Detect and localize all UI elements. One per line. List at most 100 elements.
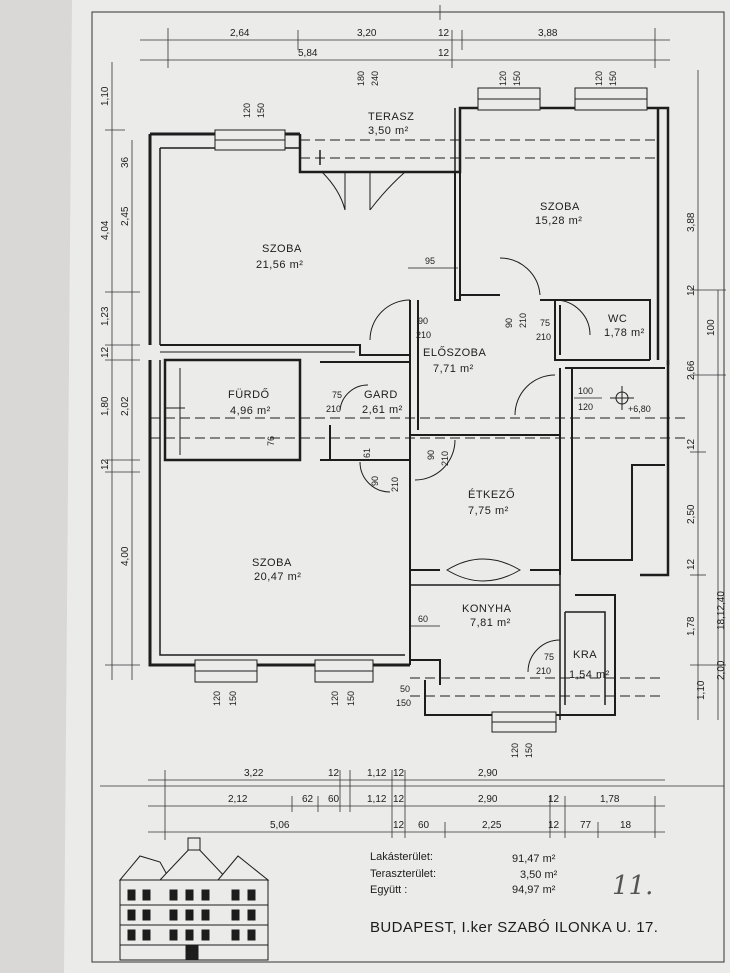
dim-bottom-1-4: 12 — [393, 768, 405, 779]
dim-right-1: 3,88 — [686, 212, 697, 232]
dim-bottom-1-3: 1,12 — [367, 768, 387, 779]
room-etkezo-name: ÉTKEZŐ — [468, 487, 515, 501]
summary-lakas-value: 91,47 m² — [512, 853, 556, 865]
dim-bottom-1-1: 3,22 — [244, 768, 264, 779]
dim-left-8: 36 — [120, 156, 131, 168]
summary-terasz-value: 3,50 m² — [520, 869, 558, 881]
door-wc-w: 75 — [540, 318, 550, 328]
dim-95: 95 — [425, 256, 435, 266]
dim-bottom-1-2: 12 — [328, 768, 340, 779]
dim-right-7: 12 — [686, 558, 697, 570]
dim-right-2: 12 — [686, 284, 697, 296]
door-swings — [321, 171, 591, 673]
paper — [64, 0, 730, 973]
dim-top-6: 12 — [438, 48, 450, 59]
door-c-h: 210 — [390, 477, 400, 492]
dim-right-3: 100 — [706, 319, 717, 336]
summary-lakas-label: Lakásterület: — [370, 851, 433, 863]
building-facade-illustration — [118, 837, 270, 961]
level-marker — [610, 386, 634, 410]
win-bot-left-h: 150 — [228, 691, 238, 706]
door-100: 100 — [578, 386, 593, 396]
win-bot-left-w: 120 — [212, 691, 222, 706]
win-top-mid-w: 120 — [498, 71, 508, 86]
dim-60: 60 — [418, 614, 428, 624]
handwritten-mark: 11. — [612, 871, 653, 901]
door-d-h: 210 — [440, 451, 450, 466]
door-wc-h: 210 — [536, 332, 551, 342]
dim-left-2: 4,04 — [100, 220, 111, 240]
dim-left-10: 2,02 — [120, 396, 131, 416]
dim-bottom-2-3: 60 — [328, 794, 340, 805]
dim-right-4: 2,66 — [686, 360, 697, 380]
room-etkezo-area: 7,75 m² — [468, 505, 509, 517]
door-furdo-h: 210 — [326, 404, 341, 414]
dim-bottom-3-4: 2,25 — [482, 820, 502, 831]
room-wc-area: 1,78 m² — [604, 327, 645, 339]
right-dimensions — [690, 70, 726, 720]
room-eloszoba-name: ELŐSZOBA — [423, 345, 486, 359]
room-konyha-area: 7,81 m² — [470, 617, 511, 629]
dim-76: 76 — [266, 436, 276, 446]
door-a-h: 210 — [416, 330, 431, 340]
dim-bottom-2-6: 2,90 — [478, 794, 498, 805]
dim-bottom-2-7: 12 — [548, 794, 560, 805]
dim-bottom-3-6: 77 — [580, 820, 592, 831]
dim-bottom-3-7: 18 — [620, 820, 632, 831]
door-b-w: 90 — [504, 318, 514, 328]
door-a-w: 90 — [418, 316, 428, 326]
dim-right-6: 2,50 — [686, 504, 697, 524]
room-szoba3-name: SZOBA — [252, 557, 292, 569]
dim-bottom-1-5: 2,90 — [478, 768, 498, 779]
room-konyha-name: KONYHA — [462, 603, 512, 615]
win-bot-mid-h: 150 — [346, 691, 356, 706]
room-szoba1-name: SZOBA — [262, 243, 302, 255]
dim-right-11: 2,00 — [716, 660, 727, 680]
room-kra-area: 1,54 m² — [569, 669, 610, 681]
door-kra-h: 210 — [536, 666, 551, 676]
room-gard-name: GARD — [364, 389, 398, 401]
summary-egyutt-label: Együtt : — [370, 884, 407, 896]
room-szoba2-name: SZOBA — [540, 201, 580, 213]
dim-150: 150 — [396, 698, 411, 708]
dim-left-6: 12 — [100, 458, 111, 470]
room-kra-name: KRA — [573, 649, 597, 661]
room-eloszoba-area: 7,71 m² — [433, 363, 474, 375]
door-terrace-h: 240 — [370, 71, 380, 86]
dim-right-10: 1,10 — [696, 680, 707, 700]
level-mark: +6,80 — [628, 404, 651, 414]
door-kra-w: 75 — [544, 652, 554, 662]
left-dimensions — [105, 62, 140, 680]
dim-bottom-2-1: 2,12 — [228, 794, 248, 805]
win-top-left-w: 120 — [242, 103, 252, 118]
top-dimensions — [140, 5, 670, 68]
win-top-right-h: 150 — [608, 71, 618, 86]
dim-bottom-2-4: 1,12 — [367, 794, 387, 805]
door-furdo-w: 75 — [332, 390, 342, 400]
dim-right-5: 12 — [686, 438, 697, 450]
win-bot-right-w: 120 — [510, 743, 520, 758]
door-d-w: 90 — [426, 450, 436, 460]
room-terasz-name: TERASZ — [368, 111, 414, 123]
room-szoba1-area: 21,56 m² — [256, 259, 303, 271]
dim-bottom-3-2: 12 — [393, 820, 405, 831]
win-bot-mid-w: 120 — [330, 691, 340, 706]
door-terrace-w: 180 — [356, 71, 366, 86]
room-furdo-name: FÜRDŐ — [228, 387, 270, 401]
door-120: 120 — [578, 402, 593, 412]
dim-right-9: 18,12,40 — [716, 591, 727, 630]
dim-bottom-2-2: 62 — [302, 794, 314, 805]
dim-bottom-2-5: 12 — [393, 794, 405, 805]
summary-terasz-label: Teraszterület: — [370, 868, 436, 880]
win-top-left-h: 150 — [256, 103, 266, 118]
door-c-w: 90 — [370, 476, 380, 486]
room-szoba2-area: 15,28 m² — [535, 215, 582, 227]
dim-left-9: 2,45 — [120, 206, 131, 226]
dim-bottom-3-1: 5,06 — [270, 820, 290, 831]
win-top-mid-h: 150 — [512, 71, 522, 86]
dim-left-5: 1,80 — [100, 396, 111, 416]
dim-top-4: 3,88 — [538, 28, 558, 39]
room-wc-name: WC — [608, 313, 627, 325]
dim-bottom-3-5: 12 — [548, 820, 560, 831]
